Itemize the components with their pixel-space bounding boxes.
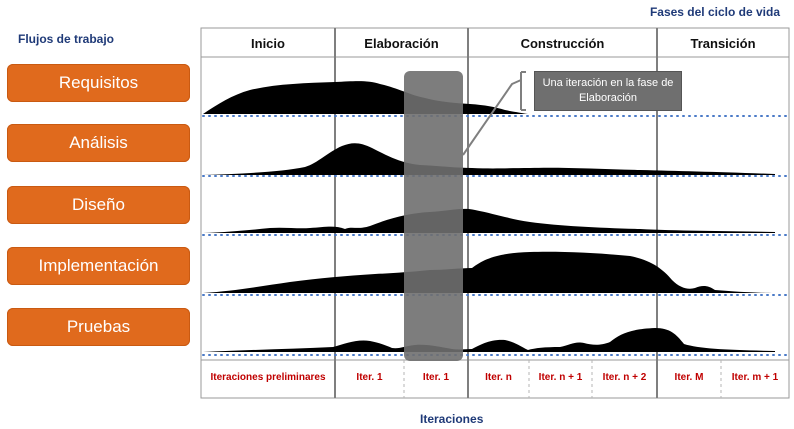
pruebas-effort-curve bbox=[203, 328, 775, 352]
diseno-effort-curve bbox=[203, 208, 775, 233]
workflow-label: Requisitos bbox=[58, 73, 139, 92]
phase-header-elaboracion: Elaboración bbox=[335, 30, 468, 56]
phase-header-construccion: Construcción bbox=[468, 30, 657, 56]
phase-label: Construcción bbox=[520, 35, 605, 51]
iterations-title: Iteraciones bbox=[420, 412, 484, 426]
callout-text: Una iteración en la fase de Elaboración bbox=[542, 77, 674, 104]
workflow-requisitos: Requisitos bbox=[7, 64, 190, 102]
callout-connector bbox=[462, 79, 522, 156]
iteration-label: Iter. 1 bbox=[422, 372, 450, 383]
iteration-label: Iteraciones preliminares bbox=[210, 372, 326, 383]
phase-label: Elaboración bbox=[364, 35, 439, 51]
workflow-implementacion: Implementación bbox=[7, 247, 190, 285]
iteration-label: Iter. M bbox=[674, 372, 704, 383]
iteration-label: Iter. m + 1 bbox=[731, 372, 779, 383]
iteration-label: Iter. n + 2 bbox=[602, 372, 647, 383]
phase-header-inicio: Inicio bbox=[201, 30, 335, 56]
callout-box: Una iteración en la fase de Elaboración bbox=[534, 71, 682, 111]
phase-label: Transición bbox=[690, 35, 756, 51]
workflow-label: Pruebas bbox=[66, 317, 131, 336]
requisitos-effort-curve bbox=[203, 81, 528, 114]
iteration-label: Iter. 1 bbox=[356, 372, 383, 383]
implementacion-effort-curve bbox=[203, 251, 775, 293]
iteration-label: Iter. n bbox=[485, 372, 512, 383]
workflow-label: Diseño bbox=[72, 195, 125, 214]
workflow-label: Análisis bbox=[69, 133, 128, 152]
workflow-pruebas: Pruebas bbox=[7, 308, 190, 346]
analisis-effort-curve bbox=[203, 143, 775, 175]
phases-title: Fases del ciclo de vida bbox=[649, 5, 780, 19]
workflow-diseno: Diseño bbox=[7, 186, 190, 224]
highlighted-iteration-column bbox=[404, 71, 463, 361]
phase-label: Inicio bbox=[251, 35, 285, 51]
workflow-analisis: Análisis bbox=[7, 124, 190, 162]
diagram-frame bbox=[200, 27, 790, 399]
workflows-title: Flujos de trabajo bbox=[18, 32, 115, 46]
iteration-label: Iter. n + 1 bbox=[538, 372, 583, 383]
phase-header-transicion: Transición bbox=[657, 30, 789, 56]
workflow-label: Implementación bbox=[38, 256, 159, 275]
